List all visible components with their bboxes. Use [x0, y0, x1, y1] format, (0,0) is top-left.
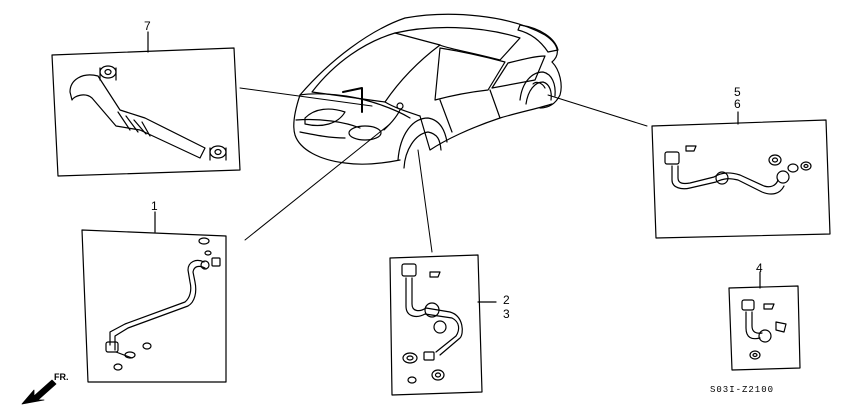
- callout-2: 2: [503, 293, 510, 307]
- front-direction-arrow-icon: [21, 379, 57, 405]
- box-5-6: [651, 111, 831, 239]
- callout-7: 7: [144, 19, 151, 33]
- callout-4: 4: [756, 261, 763, 275]
- callout-1: 1: [151, 199, 158, 213]
- diagram-code: S03I-Z2100: [710, 385, 775, 395]
- box-2-3: [389, 254, 497, 396]
- box-1: [81, 211, 227, 383]
- front-direction-label: FR.: [54, 372, 69, 382]
- car-illustration: [293, 13, 562, 169]
- leader-lines: [239, 87, 648, 253]
- callout-5: 5: [734, 85, 741, 99]
- callout-3: 3: [503, 307, 510, 321]
- callout-6: 6: [734, 97, 741, 111]
- box-4: [728, 271, 801, 371]
- box-7: [51, 31, 241, 177]
